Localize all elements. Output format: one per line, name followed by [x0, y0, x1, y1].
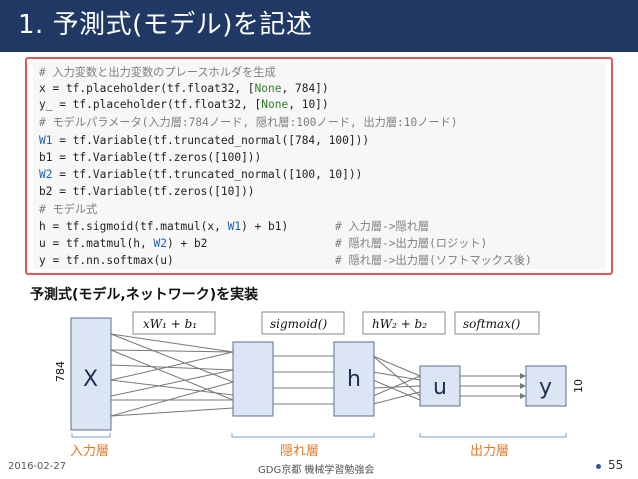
code-line-2: x = tf.placeholder(tf.float32, [None, 78… — [39, 82, 329, 95]
code-line-10: h = tf.sigmoid(tf.matmul(x, W1) + b1)# 入… — [39, 220, 430, 233]
formula-3: hW₂ + b₂ — [372, 317, 427, 331]
code-block: # 入力変数と出力変数のプレースホルダを生成 x = tf.placeholde… — [25, 57, 613, 275]
formula-1: xW₁ + b₁ — [143, 317, 197, 331]
hidden-pre-activation-node — [232, 341, 274, 417]
code-line-5: W1 = tf.Variable(tf.truncated_normal([78… — [39, 134, 370, 147]
hidden-layer-group-label: 隠れ層 — [280, 444, 319, 458]
input-layer-label: X — [83, 367, 98, 392]
page-number: 55 — [608, 458, 624, 472]
input-layer-group-label: 入力層 — [70, 444, 109, 458]
network-diagram: xW₁ + b₁ sigmoid() hW₂ + b₂ softmax() — [54, 311, 585, 458]
code-line-8: b2 = tf.Variable(tf.zeros([10])) — [39, 185, 255, 198]
footer-date: 2016-02-27 — [8, 461, 67, 472]
code-line-7: W2 = tf.Variable(tf.truncated_normal([10… — [39, 168, 363, 181]
hidden-layer-label: h — [347, 367, 361, 392]
connections-input-hidden — [110, 333, 234, 417]
hidden-layer-node — [333, 341, 375, 417]
formula-box-4 — [454, 311, 540, 335]
output-size-label: 10 — [572, 379, 585, 393]
logit-node — [419, 365, 461, 407]
input-layer-node — [70, 317, 112, 431]
input-size-label: 784 — [54, 361, 67, 382]
section-subheading: 予測式(モデル,ネットワーク)を実装 — [30, 287, 259, 303]
output-layer-label: y — [539, 375, 552, 400]
hidden-brace — [231, 433, 375, 438]
formula-2: sigmoid() — [270, 317, 327, 331]
code-line-11: u = tf.matmul(h, W2) + b2# 隠れ層->出力層(ロジット… — [39, 237, 488, 250]
code-line-1: # 入力変数と出力変数のプレースホルダを生成 — [39, 66, 276, 79]
footer-event: GDG京都 機械学習勉強会 — [258, 465, 375, 476]
code-line-3: y_ = tf.placeholder(tf.float32, [None, 1… — [39, 98, 329, 111]
logit-label: u — [433, 375, 447, 400]
title-bar: 1. 予測式(モデル)を記述 — [0, 0, 638, 52]
connections-hidden-h — [272, 353, 340, 407]
connections-h-u — [372, 355, 421, 405]
formula-4: softmax() — [463, 317, 521, 331]
formula-box-3 — [362, 311, 446, 335]
code-area: # 入力変数と出力変数のプレースホルダを生成 x = tf.placeholde… — [33, 63, 605, 269]
output-layer-node — [525, 365, 567, 407]
code-line-4: # モデルパラメータ(入力層:784ノード, 隠れ層:100ノード, 出力層:1… — [39, 116, 458, 129]
code-line-12: y = tf.nn.softmax(u)# 隠れ層->出力層(ソフトマックス後) — [39, 254, 532, 267]
page-dot-icon — [596, 464, 601, 469]
output-layer-group-label: 出力層 — [470, 444, 509, 458]
formula-box-2 — [261, 311, 345, 335]
slide-title: 1. 予測式(モデル)を記述 — [18, 10, 313, 40]
connections-u-y — [460, 373, 526, 399]
formula-box-1 — [132, 311, 216, 335]
code-line-9: # モデル式 — [39, 203, 98, 216]
code-line-6: b1 = tf.Variable(tf.zeros([100])) — [39, 151, 262, 164]
input-brace — [71, 433, 111, 438]
output-brace — [419, 433, 567, 438]
